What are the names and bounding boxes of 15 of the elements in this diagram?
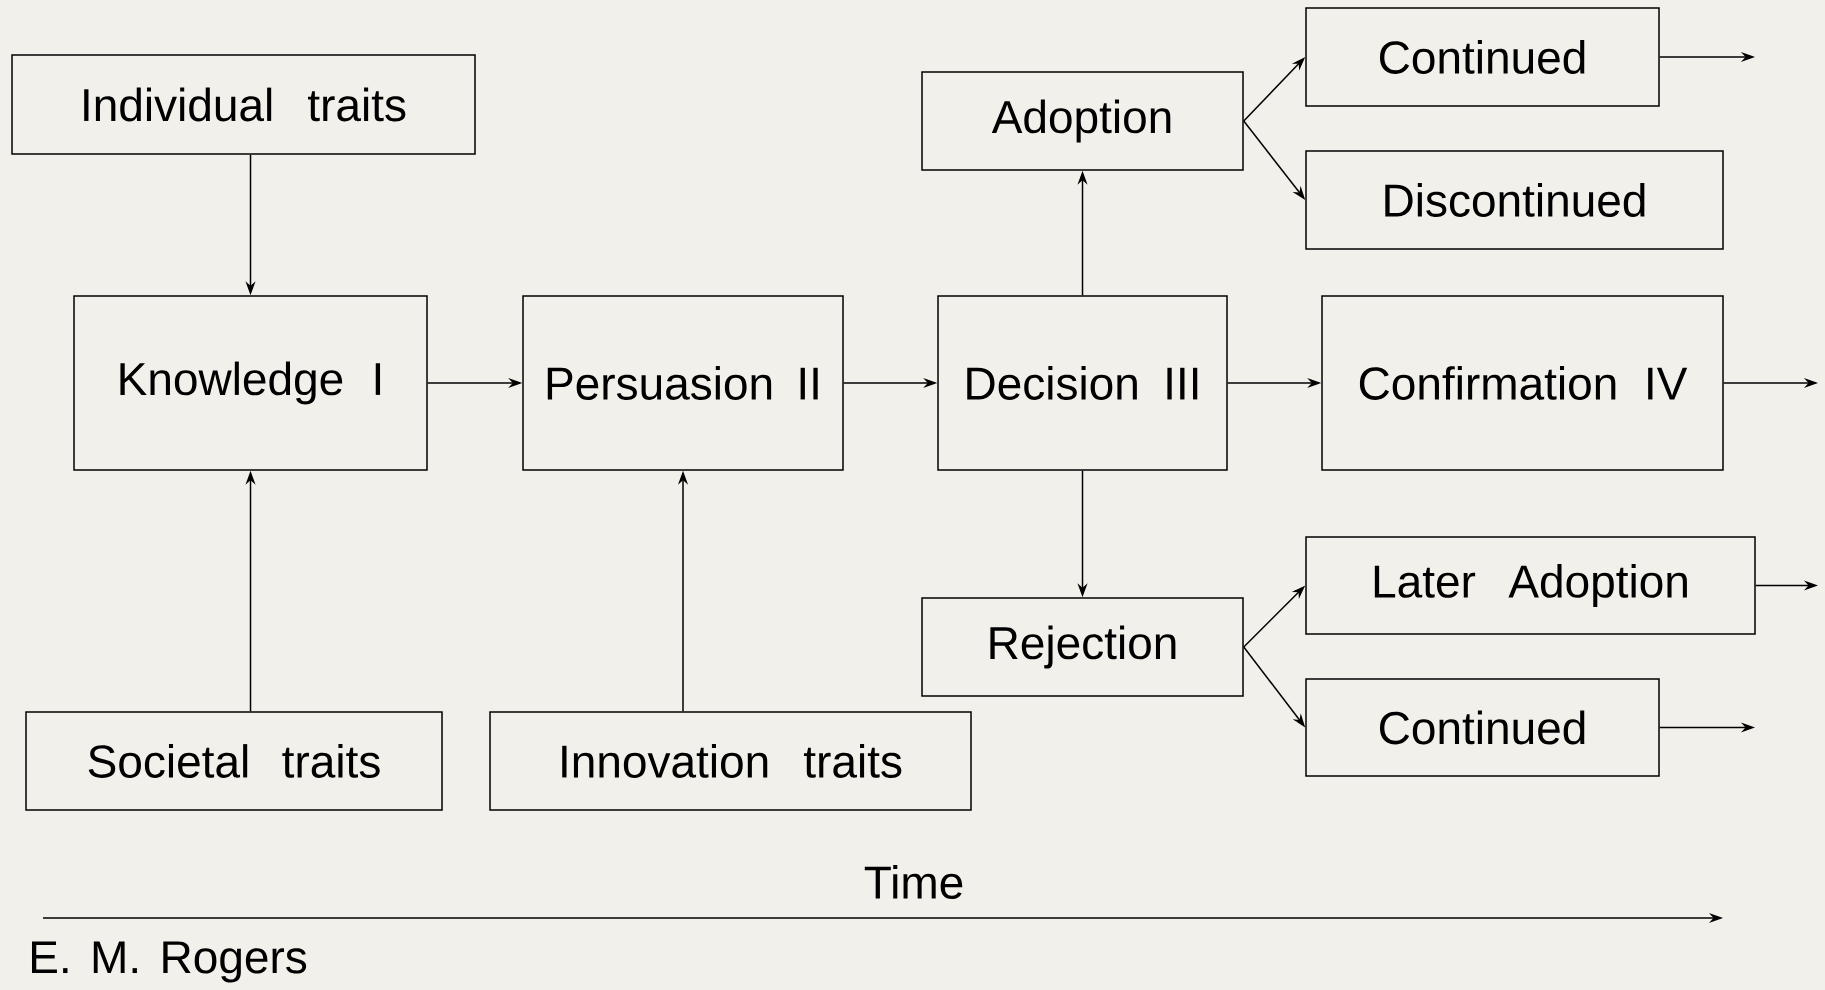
- process-box: Confirmation IV: [1321, 295, 1724, 471]
- process-box: Discontinued: [1305, 150, 1724, 250]
- text-label: E. M. Rogers: [32, 941, 307, 983]
- process-box: Knowledge I: [73, 295, 428, 471]
- process-box: Continued: [1305, 678, 1660, 777]
- process-box: Societal traits: [25, 711, 443, 811]
- process-box: Adoption: [921, 71, 1244, 171]
- process-box: Individual traits: [11, 54, 476, 155]
- text-label: Time: [864, 865, 963, 899]
- process-box: Continued: [1305, 7, 1660, 107]
- process-box: Persuasion II: [522, 295, 844, 471]
- process-box: Rejection: [921, 597, 1244, 697]
- process-box: Innovation traits: [489, 711, 972, 811]
- process-box: Later Adoption: [1305, 536, 1756, 635]
- process-box: Decision III: [937, 295, 1228, 471]
